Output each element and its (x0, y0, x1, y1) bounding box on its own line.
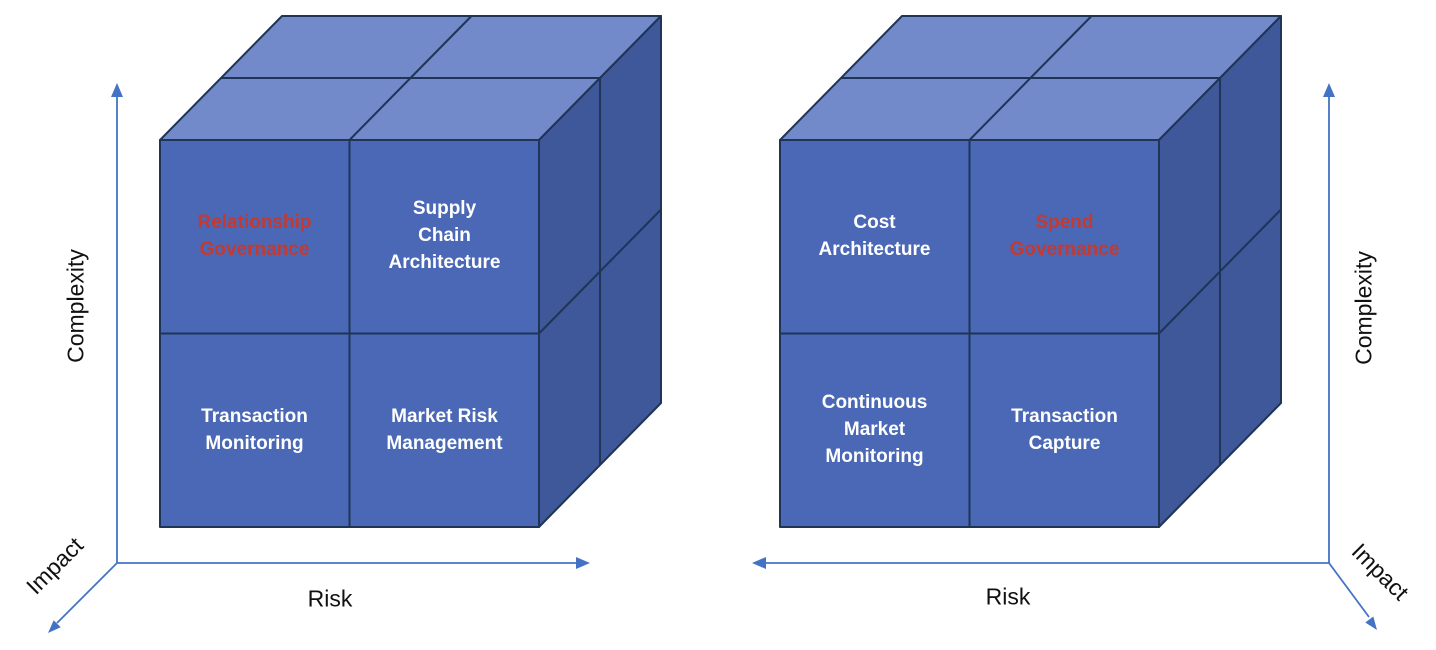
left-risk-axis-arrowhead-icon (576, 557, 590, 569)
left-impact-axis-arrowhead-icon (48, 620, 61, 633)
left-cube-side-diagonal-divider (538, 208, 662, 335)
right-cube (779, 15, 1282, 528)
left-axes (48, 83, 590, 633)
left-impact-axis-line (56, 562, 118, 624)
right-impact-axis-arrowhead-icon (1365, 616, 1377, 630)
left-complexity-axis-arrowhead-icon (111, 83, 123, 97)
left-cube (159, 15, 662, 528)
left-cube-top-diagonal-divider (348, 15, 473, 141)
right-risk-axis-arrowhead-icon (752, 557, 766, 569)
right-complexity-axis-arrowhead-icon (1323, 83, 1335, 97)
right-axes (752, 83, 1377, 630)
right-impact-axis-line (1328, 562, 1370, 618)
right-cube-side-diagonal-divider (1158, 208, 1282, 335)
right-cube-top-diagonal-divider (968, 15, 1093, 141)
